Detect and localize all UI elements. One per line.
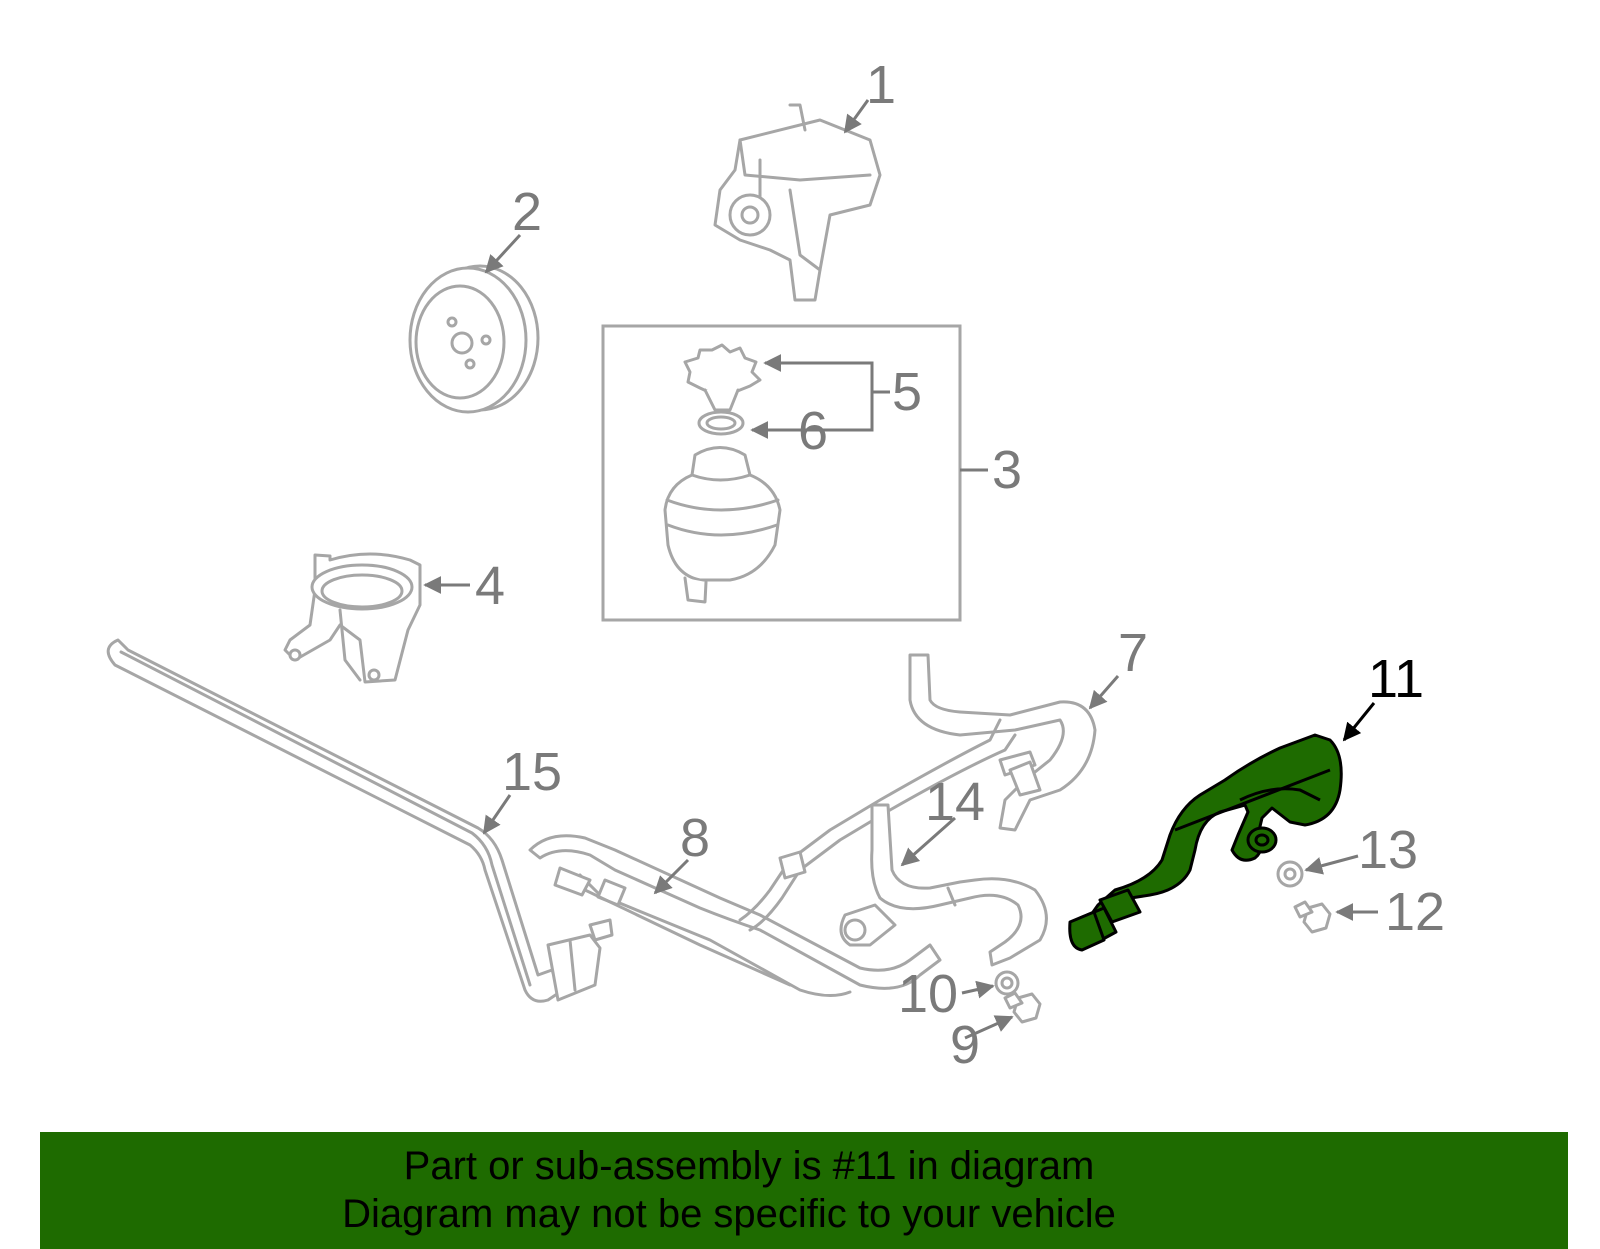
cooler-line[interactable] [106, 638, 614, 1003]
callout-12: 12 [1385, 882, 1445, 942]
callout-11: 11 [1368, 649, 1424, 709]
bolt-9[interactable] [1003, 991, 1042, 1024]
reservoir-assembly-box [601, 324, 962, 622]
callout-15: 15 [502, 742, 562, 802]
reservoir-cap[interactable] [683, 343, 762, 412]
banner-line-2: Diagram may not be specific to your vehi… [342, 1192, 1116, 1236]
return-line[interactable] [528, 834, 942, 997]
pulley[interactable] [408, 264, 540, 414]
callout-1: 1 [866, 55, 896, 115]
callout-3: 3 [992, 440, 1022, 500]
callout-14: 14 [925, 772, 985, 832]
pressure-hose[interactable] [738, 653, 1097, 932]
callout-4: 4 [475, 556, 505, 616]
banner-line-1: Part or sub-assembly is #11 in diagram [403, 1144, 1095, 1188]
o-ring[interactable] [697, 410, 745, 436]
callout-2: 2 [512, 182, 542, 242]
callout-5: 5 [892, 362, 922, 422]
power-steering-pump[interactable] [713, 103, 882, 302]
reservoir[interactable] [663, 446, 782, 604]
reservoir-bracket[interactable] [283, 552, 422, 684]
callout-8: 8 [680, 808, 710, 868]
bolt-12[interactable] [1293, 900, 1332, 934]
washer-10[interactable] [994, 970, 1020, 996]
callout-7: 7 [1118, 623, 1148, 683]
leader-lines [423, 99, 1378, 1040]
callout-10: 10 [898, 964, 958, 1024]
callout-13: 13 [1358, 820, 1418, 880]
callout-9: 9 [950, 1015, 980, 1075]
hose-11-highlighted[interactable] [1068, 733, 1343, 952]
hose-14[interactable] [839, 803, 1048, 967]
callout-6: 6 [798, 401, 828, 461]
info-banner: Part or sub-assembly is #11 in diagram D… [40, 1132, 1568, 1249]
washer-13[interactable] [1276, 860, 1304, 888]
